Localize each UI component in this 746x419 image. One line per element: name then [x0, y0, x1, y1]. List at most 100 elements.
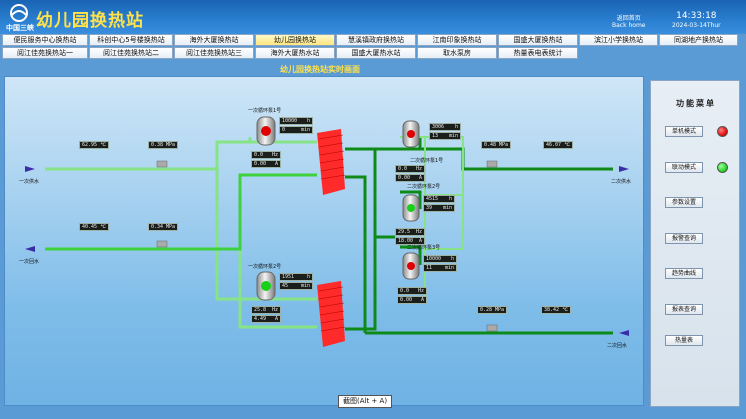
readout-unit: Hz [417, 288, 424, 294]
readout-unit: Hz [415, 229, 422, 235]
nav-station-button[interactable]: 慧溪镇政府换热站 [336, 34, 416, 46]
nav-station-button[interactable]: 海外大厦换热站 [174, 34, 254, 46]
label-pump-s2: 二次循环泵2号 [407, 184, 441, 190]
readout-value: 45 [282, 283, 289, 289]
nav-station-button[interactable]: 同湖地产换热站 [659, 34, 738, 46]
readout-unit: min [300, 283, 310, 289]
readout-unit: h [450, 256, 454, 262]
flow-arrows [25, 166, 629, 336]
readout-unit: min [448, 133, 458, 139]
pump-s3-frequency: 0.0 Hz [397, 287, 427, 295]
readout-value: 25.8 [254, 307, 267, 313]
nav-station-button[interactable]: 取水泵房 [417, 47, 497, 59]
readout-value: 3006 [432, 124, 445, 130]
logo-mark-icon [10, 4, 28, 22]
readout-value: 0.0 [254, 152, 264, 158]
readout-unit: ℃ [100, 224, 106, 230]
linked-mode-lamp-icon [717, 162, 728, 173]
readout-value: 0.28 [480, 307, 493, 313]
pump-2 [256, 271, 276, 301]
function-menu: 功能菜单 单机模式 联动模式 参数设置 报警查询 趋势曲线 报表查询 热量表 [650, 80, 740, 407]
nav-row-1: 便民服务中心换热站 科创中心5号楼换热站 海外大厦换热站 幼儿园换热站 慧溪镇政… [2, 34, 744, 47]
nav-station-button[interactable]: 科创中心5号楼换热站 [89, 34, 173, 46]
readout-unit: Hz [415, 166, 422, 172]
pump-1 [256, 116, 276, 146]
readout-unit: MPa [494, 307, 504, 313]
linked-mode-button[interactable]: 联动模式 [665, 162, 703, 173]
clock-date: 2024-03-14Thur [672, 22, 721, 29]
pump-s3-status-light [407, 262, 415, 270]
alarm-query-button[interactable]: 报警查询 [665, 233, 703, 244]
secondary-supply-temp-readout: 46.07℃ [543, 141, 573, 149]
pump-s2-runtime-h: 4515 h [423, 195, 455, 203]
nav-station-button[interactable]: 阅江佳苑换热站一 [2, 47, 88, 59]
standalone-mode-button[interactable]: 单机模式 [665, 126, 703, 137]
readout-value: 0.0 [398, 166, 408, 172]
readout-value: 0.0 [400, 288, 410, 294]
readout-unit: A [418, 175, 422, 181]
readout-value: 40.45 [82, 224, 98, 230]
readout-value: 4515 [426, 196, 439, 202]
readout-unit: h [448, 196, 452, 202]
label-pump-2: 一次循环泵2号 [248, 264, 282, 270]
report-query-button[interactable]: 报表查询 [665, 304, 703, 315]
readout-unit: ℃ [100, 142, 106, 148]
nav-station-button[interactable]: 阅江佳苑换热站三 [174, 47, 254, 59]
parameter-settings-button[interactable]: 参数设置 [665, 197, 703, 208]
readout-value: 4.49 [254, 316, 267, 322]
nav-station-button[interactable]: 幼儿园换热站 [255, 34, 335, 46]
process-diagram: 一次供水 一次回水 二次供水 二次回水 一次循环泵1号 一次循环泵2号 二次循环… [4, 76, 644, 406]
nav-station-button[interactable]: 国盛大厦热水站 [336, 47, 416, 59]
readout-value: 0.34 [151, 224, 164, 230]
readout-unit: min [442, 205, 452, 211]
function-menu-title: 功能菜单 [676, 99, 716, 108]
nav-station-button[interactable]: 滨江小学换热站 [579, 34, 658, 46]
primary-supply-temp-readout: 62.95℃ [79, 141, 109, 149]
arrow-icon [25, 166, 35, 172]
app-header: 中国三峡 幼儿园换热站 返回首页 Back home 14:33:18 2024… [0, 0, 746, 34]
readout-unit: min [444, 265, 454, 271]
trend-curve-button[interactable]: 趋势曲线 [665, 268, 703, 279]
readout-unit: h [454, 124, 458, 130]
heat-exchanger-2 [317, 281, 346, 347]
readout-value: 18.00 [398, 238, 414, 244]
arrow-icon [619, 330, 629, 336]
pump-s2-runtime-min: 39 min [423, 204, 455, 212]
pump-s2 [402, 194, 420, 222]
screenshot-tooltip: 截图(Alt + A) [338, 395, 393, 408]
nav-row-2: 阅江佳苑换热站一 阅江佳苑换热站二 阅江佳苑换热站三 海外大厦热水站 国盛大厦热… [2, 47, 744, 60]
nav-station-button[interactable]: 阅江佳苑换热站二 [89, 47, 173, 59]
label-secondary-return: 二次回水 [607, 343, 628, 349]
clock: 14:33:18 2024-03-14Thur [672, 11, 721, 30]
nav-station-button[interactable]: 便民服务中心换热站 [2, 34, 88, 46]
page-subtitle: 幼儿园换热站实时画面 [280, 65, 360, 74]
pump-s3 [402, 252, 420, 280]
readout-unit: Hz [271, 152, 278, 158]
pump-1-status-light [261, 126, 271, 136]
nav-station-button[interactable]: 海外大厦热水站 [255, 47, 335, 59]
label-pump-1: 一次循环泵1号 [248, 108, 282, 114]
pump-s1-frequency: 0.0 Hz [395, 165, 425, 173]
back-home-link[interactable]: 返回首页 Back home [612, 15, 645, 29]
readout-value: 62.95 [82, 142, 98, 148]
readout-value: 0.00 [398, 175, 411, 181]
nav-station-button[interactable]: 国盛大厦换热站 [498, 34, 578, 46]
heat-meter-button[interactable]: 热量表 [665, 335, 703, 346]
readout-value: 0.00 [400, 297, 413, 303]
readout-unit: A [420, 297, 424, 303]
readout-value: 1951 [282, 274, 295, 280]
readout-unit: h [306, 274, 310, 280]
readout-value: 39 [426, 205, 433, 211]
pump-s1-runtime-h: 3006 h [429, 123, 461, 131]
pump-s2-status-light [407, 204, 415, 212]
heat-exchanger-1 [317, 129, 346, 195]
nav-station-button[interactable]: 热量表电表统计 [498, 47, 578, 59]
nav-station-button[interactable]: 江南印象换热站 [417, 34, 497, 46]
